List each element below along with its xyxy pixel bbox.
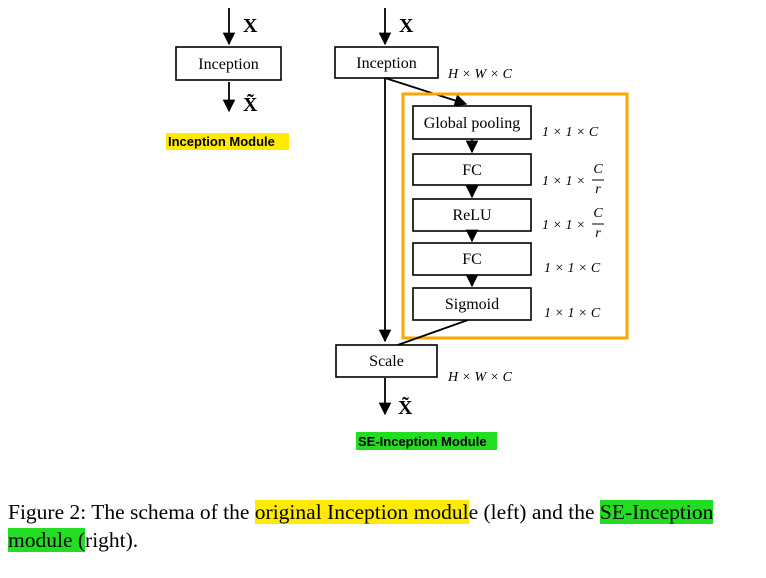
- sigmoid-dim: 1 × 1 × C: [544, 306, 601, 321]
- right-se-inception-module: X Inception H × W × C Global pooling 1 ×…: [334, 8, 629, 450]
- sigmoid-label: Sigmoid: [445, 296, 499, 313]
- fc1-dim-num: C: [593, 162, 603, 177]
- left-inception-box: [175, 46, 282, 81]
- caption-highlight-original: original Inception modul: [254, 500, 469, 524]
- branch-to-se-arrow: [384, 77, 468, 107]
- left-title-highlight: [166, 133, 289, 150]
- relu-dim-den: r: [595, 226, 601, 241]
- fc1-label: FC: [462, 162, 482, 179]
- right-input-label: X: [399, 15, 414, 37]
- right-inception-dim: H × W × C: [447, 67, 513, 82]
- relu-dim-prefix: 1 × 1 ×: [542, 218, 585, 233]
- fc2-label: FC: [462, 251, 482, 268]
- scale-box: [335, 344, 438, 378]
- scale-label: Scale: [369, 353, 404, 370]
- right-inception-label: Inception: [356, 55, 416, 72]
- right-title-highlight: [356, 432, 497, 450]
- figure-caption: Figure 2: The schema of the original Inc…: [8, 498, 760, 554]
- global-pooling-dim: 1 × 1 × C: [542, 125, 599, 140]
- fc1-dim-prefix: 1 × 1 ×: [542, 174, 585, 189]
- scale-dim: H × W × C: [447, 370, 513, 385]
- relu-dim-num: C: [593, 206, 603, 221]
- right-inception-box: [334, 46, 439, 79]
- fc1-dim-den: r: [595, 182, 601, 197]
- left-module-title: Inception Module: [168, 134, 275, 149]
- se-block-frame: [401, 92, 629, 340]
- left-inception-module: X Inception X̃ Inception Module: [166, 8, 289, 150]
- left-output-label: X̃: [243, 93, 258, 116]
- global-pooling-box: [412, 105, 532, 140]
- sigmoid-to-scale-line: [391, 319, 469, 348]
- relu-label: ReLU: [452, 207, 492, 224]
- se-inception-diagram: X Inception X̃ Inception Module X Incept…: [166, 8, 629, 450]
- sigmoid-box: [412, 287, 532, 321]
- left-inception-label: Inception: [198, 56, 258, 73]
- left-input-label: X: [243, 15, 258, 37]
- caption-part-2: e (left) and the: [468, 500, 600, 524]
- caption-part-1: Figure 2: The schema of the: [8, 500, 255, 524]
- right-output-label: X̃: [398, 396, 413, 419]
- fc2-dim: 1 × 1 × C: [544, 261, 601, 276]
- relu-box: [412, 198, 532, 232]
- caption-part-3: right).: [85, 528, 139, 552]
- global-pooling-label: Global pooling: [424, 115, 520, 132]
- right-module-title: SE-Inception Module: [358, 434, 487, 449]
